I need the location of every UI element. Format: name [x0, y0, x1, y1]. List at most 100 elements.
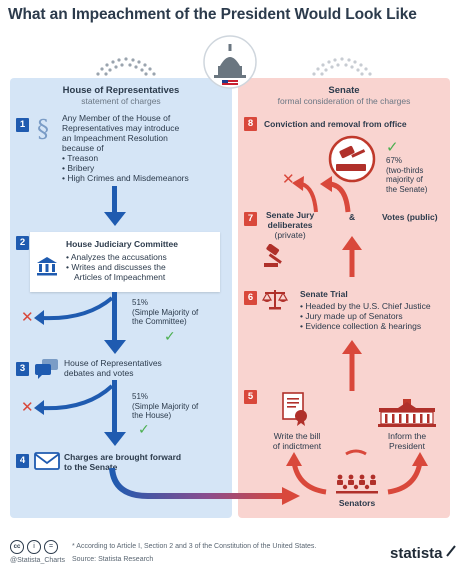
step-8-vote-note: (two-thirds: [386, 165, 424, 175]
step-7-votes-label: Votes (public): [382, 212, 438, 222]
step-6-bullet-text: Headed by the U.S. Chief Justice: [305, 301, 431, 311]
senate-header: Senate: [328, 85, 360, 96]
step-3-vote-pct: 51%: [132, 392, 149, 401]
senators-icon: [336, 474, 378, 494]
fail-x-icon: ✕: [282, 171, 295, 188]
house-header: House of Representatives: [62, 85, 180, 96]
arrow-3-to-4: [34, 380, 126, 446]
step-8-vote-note: the Senate): [386, 184, 428, 194]
senators-cycle-arrows: [286, 449, 428, 495]
scales-icon: [262, 290, 288, 310]
step-7-title-line: Senate Jury: [266, 210, 315, 220]
step-1-bullet-text: Treason: [67, 153, 99, 163]
step-2-vote-note: the Committee): [132, 317, 187, 326]
fail-x-icon: ✕: [21, 399, 34, 416]
cc-icon: cc: [10, 540, 24, 554]
arrow-1-to-2: [104, 186, 126, 226]
step-4-number: 4: [16, 454, 29, 468]
step-7-title-line: (private): [274, 230, 306, 240]
step-3-title-line: House of Representatives: [64, 358, 162, 368]
step-2-vote: 51% (Simple Majority of the Committee): [132, 298, 198, 327]
document-seal-icon: [282, 392, 307, 426]
step-5-bill-line: Write the bill: [273, 431, 321, 441]
step-8-number: 8: [244, 117, 257, 131]
white-house-icon: [378, 399, 436, 427]
step-5-bill: Write the bill of indictment: [262, 431, 332, 451]
step-1-bullet: • Treason: [62, 153, 99, 163]
step-1-number: 1: [16, 118, 29, 132]
step-2-bullet-text: Analyzes the accusations: [70, 252, 167, 262]
arrow-7-to-8: [292, 176, 351, 213]
step-1-bullet-text: Bribery: [67, 163, 95, 173]
step-2-bullet-text: Writes and discusses the: [71, 262, 166, 272]
step-1-text: Any Member of the House of Representativ…: [62, 113, 227, 183]
gavel-strike-icon: [328, 135, 376, 183]
step-7-amp: &: [349, 212, 356, 222]
step-4-title: Charges are brought forward to the Senat…: [64, 452, 181, 472]
step-6-bullets: • Headed by the U.S. Chief Justice • Jur…: [300, 301, 448, 331]
step-2-title: House Judiciary Committee: [66, 239, 178, 249]
step-5-inform-line: Inform the: [387, 431, 427, 441]
step-2-number: 2: [16, 236, 29, 250]
footer-note: * According to Article I, Section 2 and …: [72, 543, 317, 550]
step-6-bullet: • Headed by the U.S. Chief Justice: [300, 301, 431, 311]
senate-subheader: formal consideration of the charges: [277, 96, 411, 106]
no-derivatives-icon: =: [44, 540, 58, 554]
page-title: What an Impeachment of the President Wou…: [8, 6, 417, 23]
step-3-number: 3: [16, 362, 29, 376]
step-3-vote: 51% (Simple Majority of the House): [132, 392, 198, 421]
step-6-bullet: • Evidence collection & hearings: [300, 321, 422, 331]
step-5-number: 5: [244, 390, 257, 404]
step-2-vote-note: (Simple Majority of: [132, 307, 199, 317]
step-8-title: Conviction and removal from office: [264, 119, 407, 129]
fail-x-icon: ✕: [21, 309, 34, 326]
section-icon: §: [37, 115, 49, 143]
step-6-bullet-text: Evidence collection & hearings: [305, 321, 422, 331]
step-2-bullets: • Analyzes the accusations • Writes and …: [66, 252, 216, 282]
step-1-text-line: an Impeachment Resolution: [62, 133, 168, 143]
statista-logo-mark-icon: [446, 545, 456, 557]
step-6-title: Senate Trial: [300, 289, 348, 299]
speech-bubbles-icon: [35, 359, 58, 379]
step-3-vote-note: the House): [132, 411, 172, 420]
senators-label: Senators: [338, 498, 376, 508]
capitol-icon: [203, 35, 257, 89]
step-1-bullet: • High Crimes and Misdemeanors: [62, 173, 189, 183]
step-8-vote-note: majority of: [386, 175, 423, 184]
arrow-house-to-senate: [109, 468, 300, 505]
statista-logo: statista: [390, 545, 443, 562]
step-1-bullet: • Bribery: [62, 163, 95, 173]
step-5-inform: Inform the President: [372, 431, 442, 451]
step-2-bullet: • Writes and discusses the: [66, 262, 166, 272]
step-1-text-line: Representatives may introduce: [62, 123, 180, 133]
step-1-text-line: Any Member of the House of: [62, 113, 171, 123]
step-6-bullet: • Jury made up of Senators: [300, 311, 403, 321]
arrow-2-to-3: [34, 292, 126, 354]
step-7-title: Senate Jury deliberates (private): [266, 210, 314, 240]
envelope-icon: [34, 452, 60, 470]
step-1-text-line: because of: [62, 143, 104, 153]
step-7-number: 7: [244, 212, 257, 226]
step-7-title-line: deliberates: [267, 220, 313, 230]
check-icon: ✓: [164, 328, 176, 344]
step-2-bullet: • Analyzes the accusations: [66, 252, 167, 262]
step-5-inform-line: President: [389, 441, 425, 451]
attribution-icon: i: [27, 540, 41, 554]
step-5-bill-line: of indictment: [272, 441, 322, 451]
gavel-icon: [264, 244, 282, 267]
step-2-vote-pct: 51%: [132, 298, 149, 307]
step-8-vote-pct: 67%: [386, 156, 403, 165]
cc-license-icons: cc i =: [10, 540, 58, 554]
step-4-title-line: Charges are brought forward: [64, 452, 182, 462]
step-3-vote-note: (Simple Majority of: [132, 401, 199, 411]
step-4-title-line: to the Senate: [64, 462, 118, 472]
step-2-card: [30, 232, 220, 292]
footer-handle: @Statista_Charts: [10, 557, 65, 564]
check-icon: ✓: [138, 421, 150, 437]
house-chamber-icon: [96, 57, 156, 76]
arrow-6-to-7: [342, 236, 362, 277]
step-8-vote: 67% (two-thirds majority of the Senate): [386, 156, 427, 194]
senate-chamber-icon: [312, 57, 372, 76]
house-panel: [10, 78, 232, 518]
step-1-bullet-text: High Crimes and Misdemeanors: [67, 173, 189, 183]
